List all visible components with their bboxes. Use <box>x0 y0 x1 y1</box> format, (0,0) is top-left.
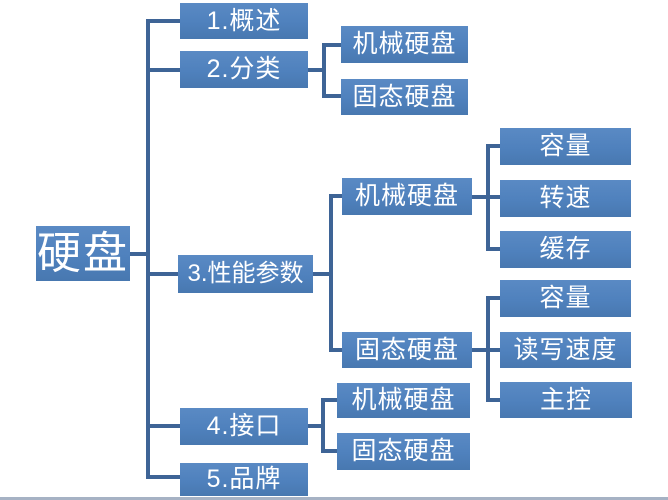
category-bracket-vertical-line <box>322 43 326 98</box>
node-category-hdd-label: 机械硬盘 <box>352 30 457 58</box>
node-hdd-capacity: 容量 <box>500 128 631 165</box>
node-ssd-capacity-label: 容量 <box>539 284 592 312</box>
hdd-cache-line <box>486 247 500 251</box>
category-child2-line <box>322 94 341 98</box>
ssd-controller-line <box>486 398 500 402</box>
node-ssd-readwrite-speed-label: 读写速度 <box>513 335 618 364</box>
slide-bottom-border <box>0 497 668 500</box>
node-interface-label: 4.接口 <box>206 412 282 440</box>
node-brand: 5.品牌 <box>180 463 308 496</box>
branch-line-brand <box>146 475 180 479</box>
node-performance-label: 3.性能参数 <box>187 260 304 287</box>
node-ssd-controller: 主控 <box>500 382 632 418</box>
node-ssd-readwrite-speed: 读写速度 <box>500 332 631 368</box>
node-interface: 4.接口 <box>180 408 308 445</box>
node-interface-hdd: 机械硬盘 <box>337 383 470 418</box>
node-interface-ssd: 固态硬盘 <box>337 433 470 470</box>
performance-child2-line <box>329 348 342 352</box>
node-hdd-capacity-label: 容量 <box>539 132 592 160</box>
node-category-ssd: 固态硬盘 <box>341 79 468 115</box>
node-hdd-rpm-label: 转速 <box>539 184 592 212</box>
node-ssd-capacity: 容量 <box>500 280 631 317</box>
node-category-ssd-label: 固态硬盘 <box>352 82 457 111</box>
branch-line-overview <box>146 19 180 23</box>
interface-child2-line <box>321 449 337 453</box>
ssd-params-vertical-line <box>486 296 490 402</box>
performance-bracket-vertical-line <box>329 194 333 352</box>
node-brand-label: 5.品牌 <box>206 465 282 493</box>
node-performance-hdd: 机械硬盘 <box>342 178 472 215</box>
interface-bracket-vertical-line <box>321 398 325 453</box>
node-performance-hdd-label: 机械硬盘 <box>354 182 459 210</box>
node-hdd-cache: 缓存 <box>500 231 631 268</box>
root-connector-line <box>130 252 150 256</box>
branch-line-performance <box>146 272 180 276</box>
node-interface-ssd-label: 固态硬盘 <box>351 437 456 465</box>
performance-bracket-stem-line <box>313 272 333 276</box>
branch-line-interface <box>146 424 180 428</box>
node-overview: 1.概述 <box>180 3 308 39</box>
node-performance: 3.性能参数 <box>178 255 313 293</box>
interface-child1-line <box>321 398 337 402</box>
node-overview-label: 1.概述 <box>206 6 282 35</box>
node-category: 2.分类 <box>180 51 308 88</box>
branch-line-category <box>146 68 180 72</box>
node-performance-ssd: 固态硬盘 <box>342 332 472 368</box>
hdd-params-vertical-line <box>486 144 490 251</box>
ssd-capacity-line <box>486 296 500 300</box>
node-hdd-cache-label: 缓存 <box>539 235 592 263</box>
performance-child1-line <box>329 194 342 198</box>
trunk-vertical-line <box>146 19 150 479</box>
category-bracket-stem-line <box>308 68 326 72</box>
node-hdd-rpm: 转速 <box>500 180 631 217</box>
interface-bracket-stem-line <box>308 424 325 428</box>
category-child1-line <box>322 43 341 47</box>
node-interface-hdd-label: 机械硬盘 <box>351 386 456 414</box>
hdd-capacity-line <box>486 144 500 148</box>
node-category-hdd: 机械硬盘 <box>341 26 468 63</box>
node-ssd-controller-label: 主控 <box>539 385 592 414</box>
node-root-label: 硬盘 <box>37 228 129 278</box>
node-category-label: 2.分类 <box>206 55 282 83</box>
node-root-harddisk: 硬盘 <box>36 226 130 281</box>
node-performance-ssd-label: 固态硬盘 <box>354 335 459 364</box>
